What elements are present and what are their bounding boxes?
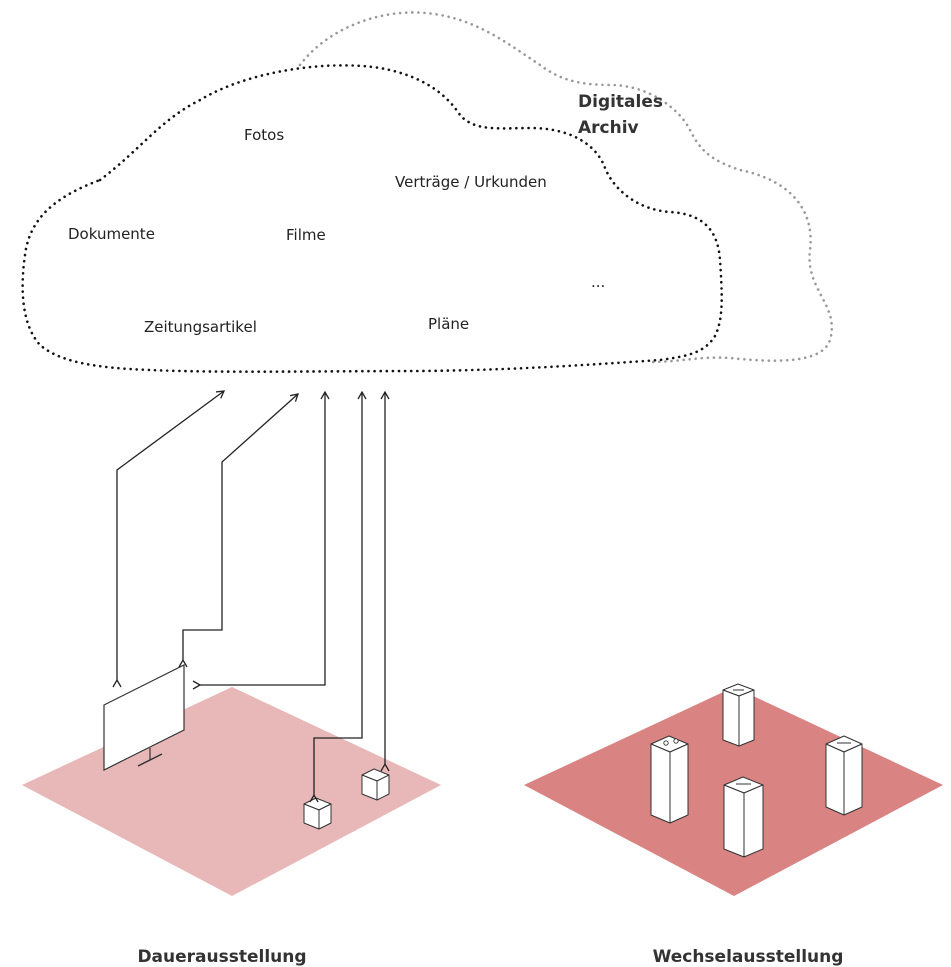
archive-title-line2: Archiv: [578, 118, 639, 138]
archive-cloud-back: [298, 11, 833, 364]
exhibit-pillar-right: [825, 735, 863, 816]
cloud-item-plaene: Pläne: [428, 315, 469, 333]
arrow-cloud-to-cube-left: [309, 390, 367, 803]
cloud-item-zeitungsartikel: Zeitungsartikel: [144, 318, 257, 336]
cloud-item-filme: Filme: [286, 226, 326, 244]
cloud-item-ellipsis: ...: [591, 273, 605, 291]
archive-title-line1: Digitales: [578, 92, 663, 112]
exhibit-pillar-top: [722, 683, 755, 747]
archive-cloud-front: [21, 64, 724, 373]
exhibit-pillar-left: [650, 735, 689, 824]
cloud-item-fotos: Fotos: [244, 126, 284, 144]
arrow-cloud-to-screen-3: [192, 390, 330, 690]
temporary-exhibition-label: Wechselausstellung: [653, 947, 844, 967]
exhibit-cube-left: [303, 797, 332, 830]
arrow-screen-to-cloud-1: [112, 390, 226, 688]
exhibit-cube-right: [361, 768, 390, 801]
permanent-exhibition-label: Dauerausstellung: [137, 947, 306, 967]
exhibit-pillar-front: [723, 776, 764, 858]
cloud-item-vertraege: Verträge / Urkunden: [395, 173, 547, 191]
arrow-cloud-to-screen-2: [178, 393, 299, 668]
cloud-item-dokumente: Dokumente: [68, 225, 155, 243]
